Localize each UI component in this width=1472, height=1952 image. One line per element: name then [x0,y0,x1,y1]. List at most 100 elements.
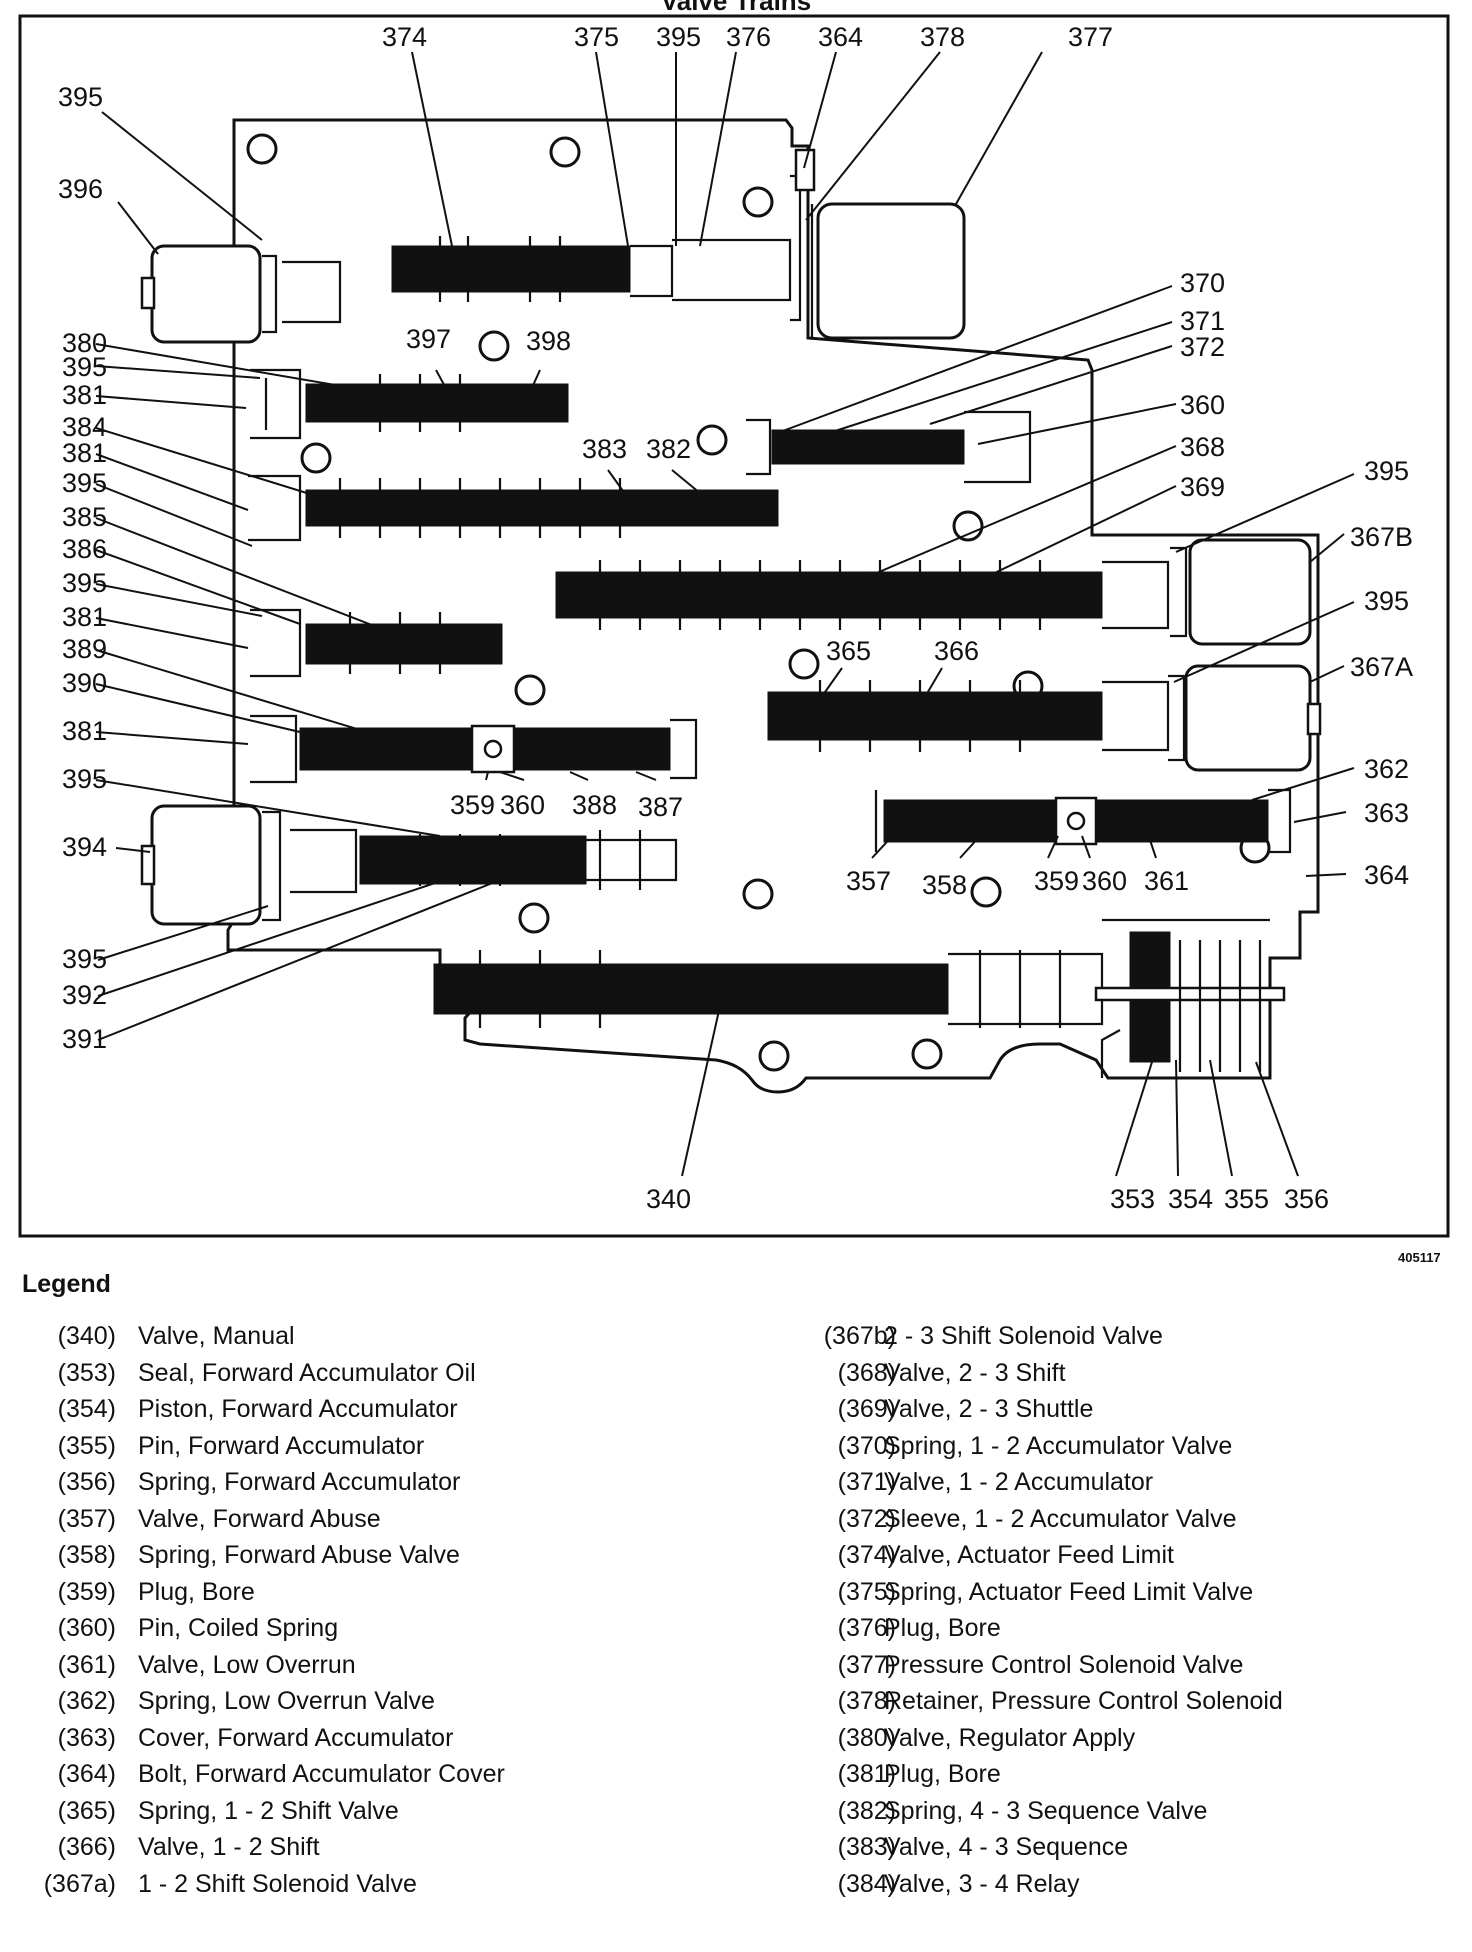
legend-item: (361) Valve, Low Overrun [0,1647,720,1684]
callout-389: 389 [62,634,107,664]
legend-code: (361) [57,1650,116,1679]
legend-item: (364)Bolt, Forward Accumulator Cover [0,1756,720,1793]
legend-code: (382) [837,1796,896,1825]
legend-text: Plug, Bore [138,1577,255,1606]
figure-frame [18,14,1450,1238]
figure-title: Valve Trains [660,0,812,16]
legend-item: (353)Seal, Forward Accumulator Oil [0,1355,720,1392]
legend-code: (367b) [823,1322,896,1350]
callout-372: 372 [1180,332,1225,362]
legend-item: (369)Valve, 2 - 3 Shuttle [760,1391,1460,1428]
legend-text: Valve, 4 - 3 Sequence [884,1833,1129,1861]
callout-357: 357 [846,866,891,896]
callout-395: 395 [62,944,107,974]
callout-387: 387 [638,792,683,822]
callout-388: 388 [572,790,617,820]
callout-360: 360 [1082,866,1127,896]
legend-text: Pin, Coiled Spring [138,1614,339,1642]
callout-358: 358 [922,870,967,900]
legend-code: (354) [57,1395,116,1423]
valve-train-368-369 [555,560,1170,630]
legend-item: (354)Piston, Forward Accumulator [0,1391,720,1428]
legend-left-column: (340)Valve, Manual(353)Seal, Forward Acc… [0,1318,720,1902]
legend-code: (374) [837,1541,896,1569]
legend-code: (384) [837,1869,896,1898]
callout-378: 378 [920,22,965,52]
callout-359: 359 [1034,866,1079,896]
valve-train-365-366 [767,680,1170,752]
legend-text: Valve, 1 - 2 Shift [138,1833,320,1861]
legend-text: Spring, 4 - 3 Sequence Valve [884,1796,1208,1825]
valve-body-diagram: 374 375 395 376 364 378 377 395 396 380 … [18,14,1450,1265]
callout-383: 383 [582,434,627,464]
legend-code: (367a) [43,1869,116,1898]
legend-item: (360)Pin, Coiled Spring [0,1610,720,1647]
valve-train-389-390-388-387 [250,714,698,784]
legend-text: Valve, Forward Abuse [138,1504,381,1533]
legend-right-column: (367b)2 - 3 Shift Solenoid Valve(368)Val… [760,1318,1460,1902]
valve-train-370-372 [746,410,1032,484]
legend-title: Legend [22,1270,111,1298]
legend-code: (369) [837,1395,896,1423]
callout-362: 362 [1364,754,1409,784]
legend-item: (378)Retainer, Pressure Control Solenoid [760,1683,1460,1720]
callout-386: 386 [62,534,107,564]
legend-code: (353) [57,1358,116,1387]
legend-text: 1 - 2 Shift Solenoid Valve [138,1869,417,1898]
callout-381: 381 [62,438,107,468]
legend-code: (381) [837,1760,896,1788]
callout-381: 381 [62,602,107,632]
callout-355: 355 [1224,1184,1269,1214]
legend-item: (375)Spring, Actuator Feed Limit Valve [760,1574,1460,1611]
callout-394: 394 [62,832,107,862]
legend-code: (355) [57,1431,116,1460]
legend-text: Spring, Forward Accumulator [138,1468,461,1496]
legend-code: (364) [57,1760,116,1788]
callout-369: 369 [1180,472,1225,502]
callout-363: 363 [1364,798,1409,828]
callout-380: 380 [62,328,107,358]
legend-item: (340)Valve, Manual [0,1318,720,1355]
legend-code: (378) [837,1687,896,1715]
legend-text: Valve, Low Overrun [138,1650,356,1679]
legend-item: (380)Valve, Regulator Apply [760,1720,1460,1757]
legend-text: Spring, Low Overrun Valve [138,1687,435,1715]
pressure-control-solenoid-377 [790,148,966,340]
legend-code: (359) [57,1577,116,1606]
callout-375: 375 [574,22,619,52]
legend-item: (365)Spring, 1 - 2 Shift Valve [0,1793,720,1830]
accumulator-bore-outline [1100,918,1270,1078]
callout-374: 374 [382,22,427,52]
legend-code: (358) [57,1541,116,1569]
legend-item: (381)Plug, Bore [760,1756,1460,1793]
legend-item: (382)Spring, 4 - 3 Sequence Valve [760,1793,1460,1830]
legend-item: (357)Valve, Forward Abuse [0,1501,720,1538]
callout-364: 364 [1364,860,1409,890]
legend-text: Sleeve, 1 - 2 Accumulator Valve [884,1504,1237,1533]
callout-395: 395 [62,468,107,498]
solenoid-396 [140,244,342,344]
manual-valve-340 [433,950,1104,1028]
valve-train-385-386 [250,608,503,678]
callout-364: 364 [818,22,863,52]
callout-381: 381 [62,380,107,410]
legend-code: (377) [837,1650,896,1679]
legend-code: (365) [57,1796,116,1825]
legend-item: (363)Cover, Forward Accumulator [0,1720,720,1757]
legend-item: (367b)2 - 3 Shift Solenoid Valve [760,1318,1460,1355]
legend-code: (368) [837,1358,896,1387]
legend-code: (362) [57,1687,116,1715]
legend-code: (366) [57,1833,116,1861]
callout-359: 359 [450,790,495,820]
legend-text: Valve, 2 - 3 Shift [884,1358,1066,1387]
legend-item: (376)Plug, Bore [760,1610,1460,1647]
legend-code: (376) [837,1614,896,1642]
callout-397: 397 [406,324,451,354]
legend-text: Pressure Control Solenoid Valve [884,1650,1244,1679]
legend-text: Valve, Actuator Feed Limit [884,1541,1174,1569]
legend-code: (371) [837,1468,896,1496]
legend-item: (384)Valve, 3 - 4 Relay [760,1866,1460,1903]
callout-366: 366 [934,636,979,666]
valve-train-357-361 [874,788,1292,854]
callout-360: 360 [1180,390,1225,420]
